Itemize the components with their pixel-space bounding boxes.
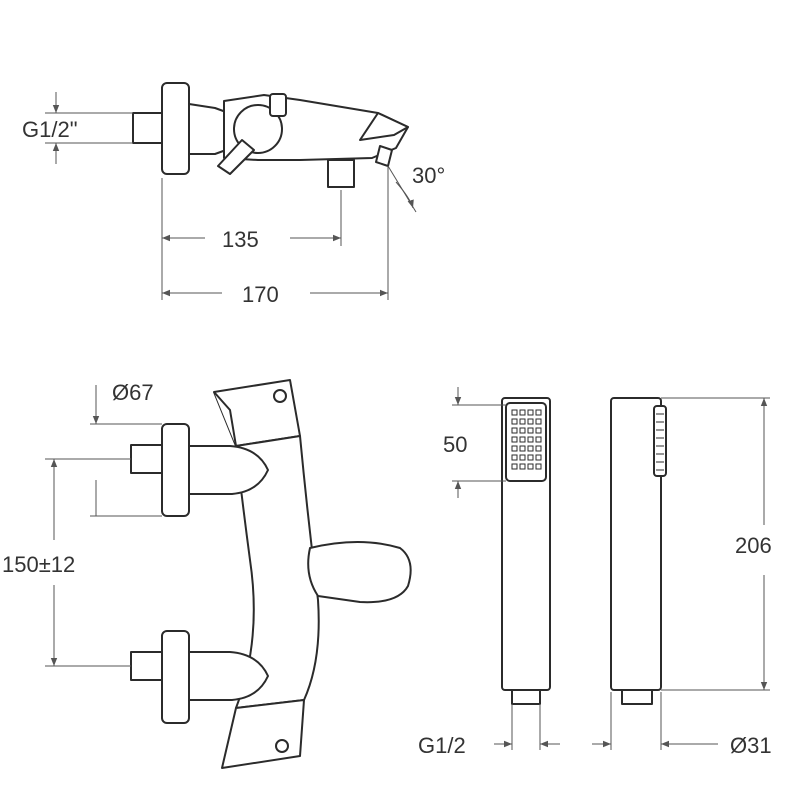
label-diameter-flange: Ø67 <box>112 380 154 405</box>
front-top-screw <box>273 389 287 403</box>
side-spout-outlet <box>375 145 393 167</box>
label-shower-length: 206 <box>735 533 772 558</box>
front-lower-inlet <box>130 651 164 681</box>
side-spout <box>359 112 409 141</box>
side-handle <box>233 104 283 154</box>
dim-thread-top: G1/2" <box>22 92 133 164</box>
front-top-cap-edge <box>213 391 237 447</box>
label-thread-hose: G1/2 <box>418 733 466 758</box>
dim-diameter-handle: Ø31 <box>592 692 772 758</box>
label-170: 170 <box>242 282 279 307</box>
side-inlet-pipe <box>132 112 164 144</box>
dim-spray-face: 50 <box>443 387 506 498</box>
front-bottom-screw <box>275 739 289 753</box>
label-135: 135 <box>222 227 259 252</box>
shower-front-connector <box>511 689 541 705</box>
side-bottom-outlet <box>327 159 355 188</box>
dim-diameter-flange: Ø67 <box>90 380 162 517</box>
dim-angle: 30° <box>387 163 445 218</box>
front-lower-connector <box>188 651 269 701</box>
front-view-mixer <box>130 379 412 769</box>
shower-side-connector <box>621 689 653 705</box>
shower-side-head <box>653 405 667 477</box>
hand-shower-front <box>501 397 551 705</box>
shower-spray-holes <box>511 409 542 470</box>
side-lever <box>217 139 255 175</box>
side-view-mixer <box>132 82 409 188</box>
hand-shower-side <box>610 397 667 705</box>
dim-thread-hose: G1/2 <box>418 704 560 758</box>
front-bottom-cap <box>221 699 305 769</box>
front-upper-inlet <box>130 444 164 474</box>
dim-shower-length: 206 <box>661 397 772 691</box>
label-spray-face: 50 <box>443 432 467 457</box>
label-angle: 30° <box>412 163 445 188</box>
front-upper-connector <box>188 445 269 495</box>
label-thread-top: G1/2" <box>22 117 78 142</box>
dim-170: 170 <box>162 218 389 307</box>
dim-centres: 150±12 <box>2 458 131 667</box>
front-upper-flange <box>161 423 190 517</box>
dim-135: 135 <box>161 178 342 300</box>
label-centres: 150±12 <box>2 552 75 577</box>
shower-side-holes <box>656 413 664 471</box>
side-handle-cap <box>269 93 287 117</box>
side-connector <box>188 103 227 155</box>
front-lower-flange <box>161 630 190 724</box>
side-flange <box>161 82 190 175</box>
front-spout <box>307 541 412 604</box>
label-diameter-handle: Ø31 <box>730 733 772 758</box>
